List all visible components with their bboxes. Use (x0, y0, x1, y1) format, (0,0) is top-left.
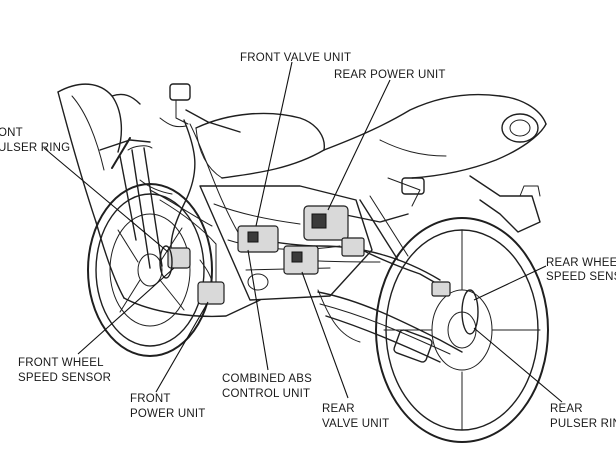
rear-caliper (431, 281, 451, 297)
seat-and-tail (323, 93, 547, 233)
callout-labels: ONT ULSER RING FRONT VALVE UNIT REAR POW… (0, 52, 616, 430)
label-rear-wheel-speed-sensor: REAR WHEEL SPEED SENS (546, 257, 616, 283)
swingarm (317, 289, 463, 363)
engine-frame (199, 185, 409, 301)
front-fork (119, 145, 163, 269)
label-front-pulser-ring: ONT ULSER RING (0, 127, 70, 154)
front-wheel (87, 183, 213, 357)
label-front-valve-unit: FRONT VALVE UNIT (240, 52, 351, 64)
front-pulser-ring-body (159, 245, 173, 279)
label-rear-valve-unit: REAR VALVE UNIT (322, 403, 389, 430)
label-rear-pulser-ring: REAR PULSER RIN (550, 403, 616, 430)
label-front-wheel-speed-sensor: FRONT WHEEL SPEED SENSOR (18, 357, 111, 384)
connector-block (341, 237, 365, 257)
rear-wheel (375, 217, 549, 443)
motorcycle-illustration (57, 83, 549, 443)
label-front-power-unit: FRONT POWER UNIT (130, 393, 205, 420)
rear-shock (359, 177, 425, 261)
handlebars (99, 83, 241, 169)
label-rear-power-unit: REAR POWER UNIT (334, 69, 446, 81)
rear-pulser-ring-body (461, 289, 479, 335)
label-combined-abs-control-unit: COMBINED ABS CONTROL UNIT (222, 373, 315, 400)
front-fairing (57, 83, 261, 318)
front-caliper (167, 247, 191, 269)
abs-components (159, 205, 479, 335)
leader-lines (43, 61, 563, 403)
fuel-tank (195, 112, 325, 179)
front-power-unit-body (197, 281, 225, 305)
